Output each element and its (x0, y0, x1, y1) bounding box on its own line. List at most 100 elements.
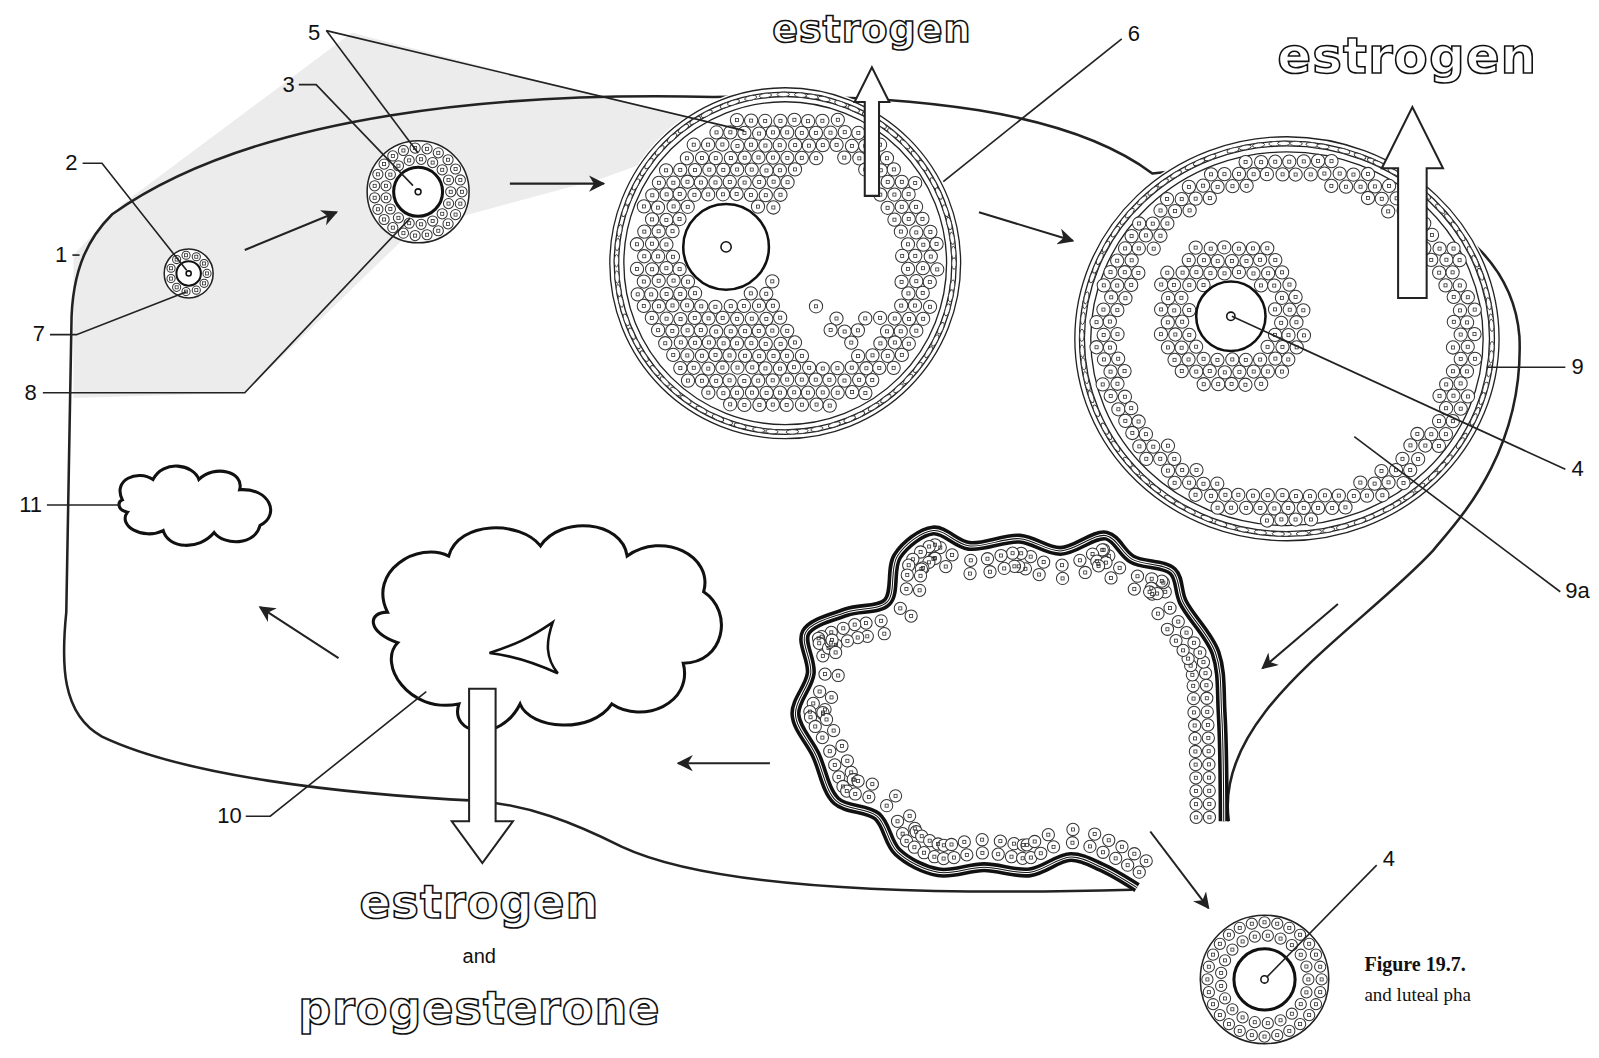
cell (910, 226, 923, 239)
cell-nucleus (771, 379, 774, 382)
cell-nucleus (915, 280, 918, 283)
cell (1260, 514, 1273, 527)
cell (1066, 837, 1078, 849)
cell-nucleus (722, 168, 725, 171)
cell-nucleus (778, 367, 781, 370)
cell-nucleus (1061, 577, 1064, 580)
cell-nucleus (1188, 481, 1191, 484)
cell (652, 176, 665, 189)
cell (1204, 242, 1217, 255)
cell (1275, 266, 1288, 279)
cell (443, 219, 453, 229)
cell (1419, 439, 1432, 452)
cell (902, 212, 915, 225)
cell-nucleus (1160, 283, 1163, 286)
oocyte (176, 261, 200, 285)
cell (1211, 501, 1224, 514)
cell (964, 567, 976, 579)
cell-nucleus (758, 403, 761, 406)
cell-nucleus (757, 304, 760, 307)
figure-caption: and luteal pha (1364, 985, 1471, 1004)
cell-nucleus (965, 853, 968, 856)
cell (1119, 292, 1132, 305)
cell-nucleus (764, 194, 767, 197)
cell-nucleus (686, 329, 689, 332)
cell-nucleus (402, 232, 405, 235)
theca-cell (834, 100, 847, 108)
cell (1454, 328, 1467, 341)
cell-nucleus (793, 168, 796, 171)
cell (1354, 476, 1367, 489)
theca-cell (1296, 531, 1309, 536)
cell-nucleus (1331, 506, 1334, 509)
cell-nucleus (1052, 845, 1055, 848)
cell-nucleus (650, 293, 653, 296)
cell-nucleus (1102, 284, 1105, 287)
cell-nucleus (195, 255, 198, 258)
cell-nucleus (657, 305, 660, 308)
cell (1310, 999, 1321, 1010)
theca-cell (1157, 178, 1170, 189)
cell (1112, 403, 1125, 416)
cell-nucleus (758, 180, 761, 183)
cell (1253, 253, 1266, 266)
cell-nucleus (818, 642, 821, 645)
cell (1275, 291, 1288, 304)
cell-nucleus (771, 329, 774, 332)
cell-nucleus (914, 304, 917, 307)
cell (1361, 191, 1374, 204)
cell (1272, 1030, 1283, 1041)
theca-cell (631, 178, 641, 191)
cell-nucleus (901, 254, 904, 257)
cell-nucleus (447, 222, 450, 225)
cell (1196, 179, 1209, 192)
cell-nucleus (786, 156, 789, 159)
hormone-arrow (1382, 107, 1443, 298)
cell (1347, 489, 1360, 502)
cell (724, 398, 737, 411)
cell-nucleus (836, 367, 839, 370)
cell-nucleus (1033, 840, 1036, 843)
cell (767, 201, 780, 214)
cell (724, 300, 737, 313)
cell (1183, 303, 1196, 316)
cell-nucleus (771, 280, 774, 283)
cell (1286, 940, 1297, 951)
cell-nucleus (1280, 321, 1283, 324)
cell-nucleus (1173, 283, 1176, 286)
cell (688, 163, 701, 176)
cell-nucleus (834, 651, 837, 654)
cell-nucleus (915, 231, 918, 234)
cell (1432, 439, 1445, 452)
theca-layer (614, 92, 956, 434)
cell (774, 114, 787, 127)
cell-nucleus (1150, 587, 1153, 590)
cell (630, 238, 643, 251)
cell (1203, 758, 1215, 770)
cell-nucleus (420, 158, 423, 161)
cell-nucleus (1458, 259, 1461, 262)
cell-nucleus (205, 272, 208, 275)
cell (752, 324, 765, 337)
cell (1211, 477, 1224, 490)
cell-nucleus (928, 281, 931, 284)
cell (1301, 987, 1312, 998)
cell (443, 175, 453, 185)
cell-nucleus (420, 223, 423, 226)
cell-nucleus (1173, 457, 1176, 460)
cell (1246, 1030, 1257, 1041)
cell (838, 374, 851, 387)
cell (182, 251, 190, 259)
theca-cell (786, 429, 798, 434)
cell (1089, 828, 1101, 840)
cell (1454, 352, 1467, 365)
cell (1454, 402, 1467, 415)
cell (1446, 266, 1459, 279)
cell (1033, 568, 1045, 580)
cell-nucleus (1244, 383, 1247, 386)
cell-nucleus (893, 218, 896, 221)
cell (1190, 340, 1203, 353)
cell (385, 204, 395, 214)
cell (688, 188, 701, 201)
theca-cell (1101, 240, 1111, 253)
